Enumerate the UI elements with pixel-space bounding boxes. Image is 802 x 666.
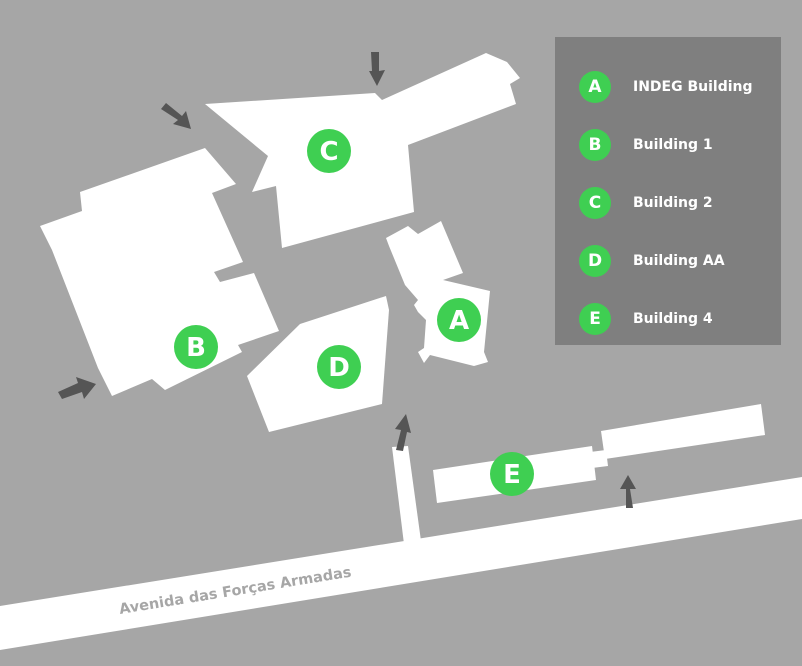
building-e-east	[601, 404, 765, 459]
arrow-icon	[395, 414, 411, 451]
legend-item-a[interactable]: A INDEG Building	[555, 58, 781, 116]
legend-item-b[interactable]: B Building 1	[555, 116, 781, 174]
arrow-icon	[369, 52, 385, 86]
legend-label-b: Building 1	[633, 137, 713, 153]
marker-a[interactable]: A	[437, 298, 481, 342]
legend-label-d: Building AA	[633, 253, 725, 269]
legend-badge-d: D	[579, 245, 611, 277]
legend-badge-e: E	[579, 303, 611, 335]
arrow-icon	[161, 103, 191, 129]
arrow-icon	[58, 377, 96, 399]
marker-a-letter: A	[449, 306, 469, 336]
marker-a-circle	[437, 298, 481, 342]
legend-badge-c: C	[579, 187, 611, 219]
legend-item-c[interactable]: C Building 2	[555, 174, 781, 232]
legend-panel: A INDEG Building B Building 1 C Building…	[555, 37, 781, 345]
building-e-link	[590, 450, 608, 468]
building-c	[205, 53, 520, 248]
marker-b-circle	[174, 325, 218, 369]
marker-c-circle	[307, 129, 351, 173]
marker-c[interactable]: C	[307, 129, 351, 173]
building-b-courtyard	[92, 216, 214, 345]
marker-e-circle	[490, 452, 534, 496]
entrance-arrows	[58, 52, 636, 508]
marker-d[interactable]: D	[317, 345, 361, 389]
building-a	[386, 221, 490, 366]
marker-b-letter: B	[186, 333, 206, 363]
legend-badge-b: B	[579, 129, 611, 161]
marker-e-letter: E	[503, 460, 521, 490]
marker-d-letter: D	[328, 353, 350, 383]
marker-b[interactable]: B	[174, 325, 218, 369]
marker-e[interactable]: E	[490, 452, 534, 496]
arrow-icon	[620, 475, 636, 508]
access-path	[392, 446, 421, 544]
main-road	[0, 477, 802, 650]
legend-item-d[interactable]: D Building AA	[555, 232, 781, 290]
legend-item-e[interactable]: E Building 4	[555, 290, 781, 348]
legend-badge-a: A	[579, 71, 611, 103]
legend-label-c: Building 2	[633, 195, 713, 211]
marker-d-circle	[317, 345, 361, 389]
marker-c-letter: C	[319, 137, 338, 167]
legend-label-a: INDEG Building	[633, 79, 753, 95]
legend-label-e: Building 4	[633, 311, 713, 327]
